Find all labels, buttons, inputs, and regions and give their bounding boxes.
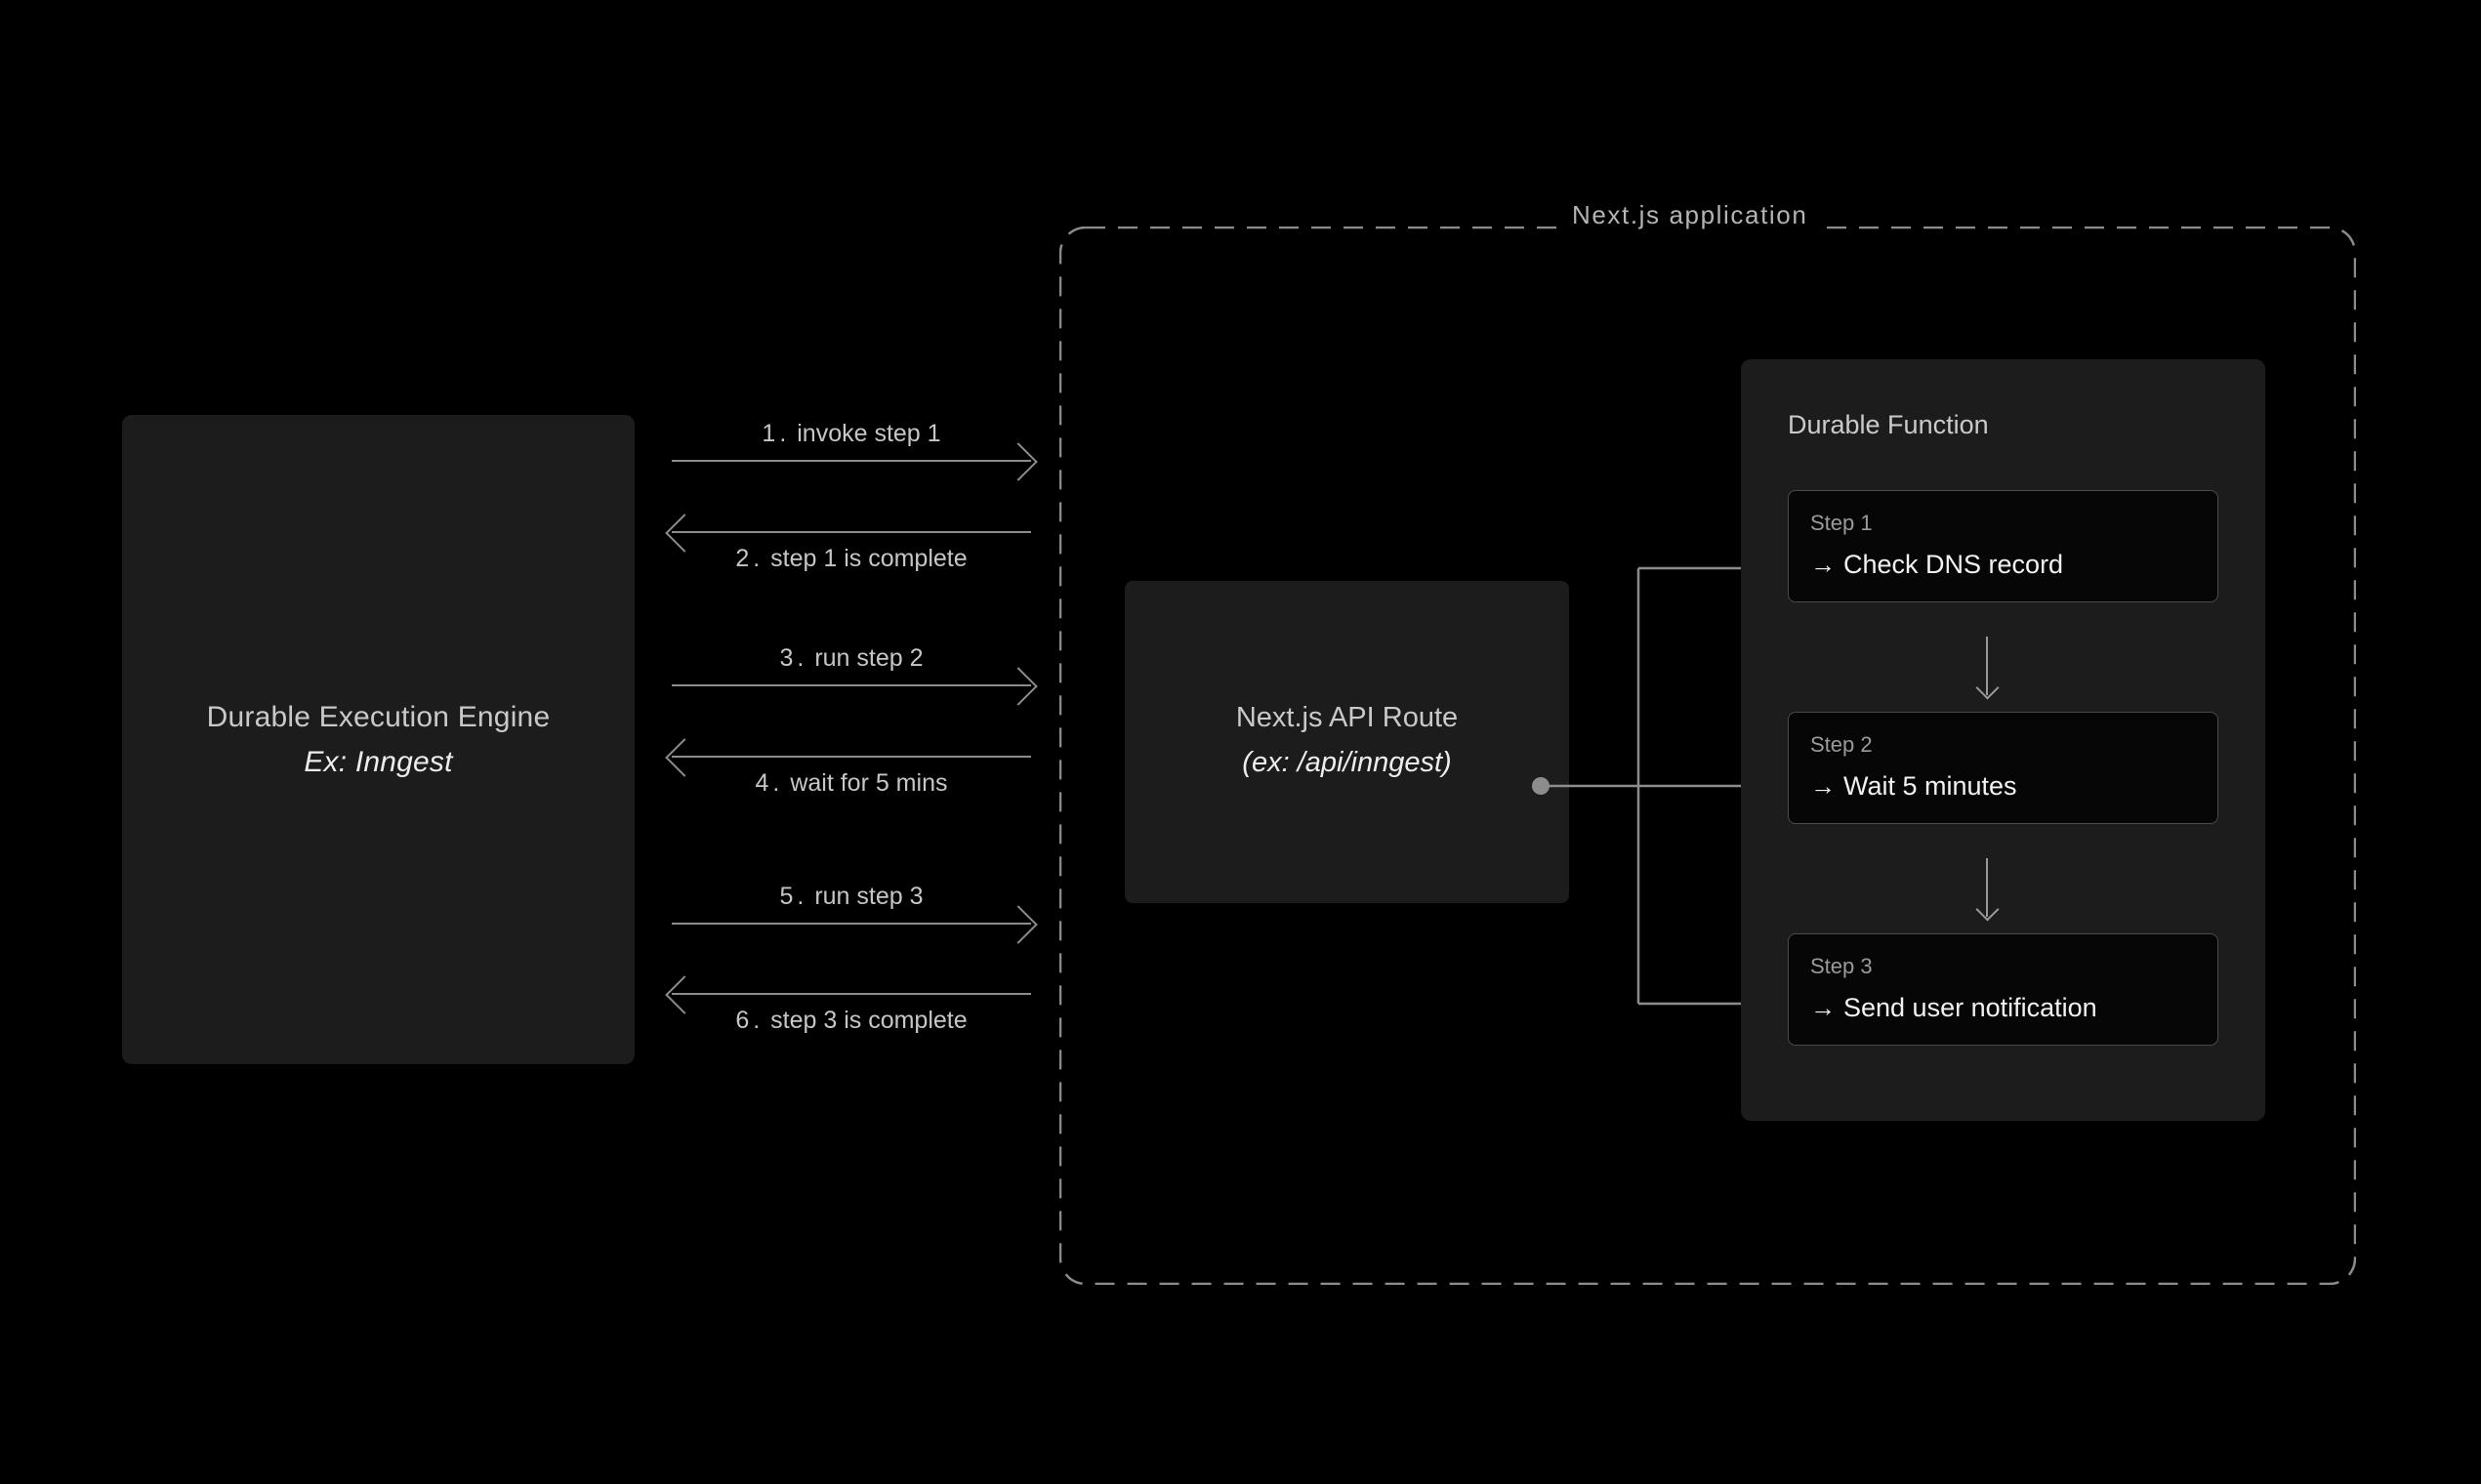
flow-text-5: run step 3 [814, 883, 924, 910]
flow-label-4: 4. wait for 5 mins [672, 769, 1031, 798]
flow-text-3: run step 2 [814, 644, 924, 672]
api-route-path: (ex: /api/inngest) [1242, 747, 1452, 779]
flow-number-5: 5. [779, 883, 808, 910]
flow-arrow-5: 5. run step 3 [672, 883, 1038, 944]
step-action-text-1: Check DNS record [1843, 550, 2064, 579]
step-card-3[interactable]: Step 3 → Send user notification [1788, 933, 2218, 1046]
flow-line [672, 531, 1031, 533]
flow-label-1: 1. invoke step 1 [672, 420, 1031, 448]
engine-title: Durable Execution Engine [206, 701, 551, 733]
flow-text-6: step 3 is complete [770, 1007, 968, 1034]
arrow-head-right-icon [999, 442, 1038, 481]
step-connector-1-to-2 [1975, 637, 2000, 700]
nextjs-application-title: Next.js application [1558, 200, 1822, 230]
flow-label-6: 6. step 3 is complete [672, 1007, 1031, 1035]
nextjs-api-route-labels: Next.js API Route (ex: /api/inngest) [1125, 695, 1569, 786]
step-action-text-2: Wait 5 minutes [1843, 771, 2017, 801]
api-route-connector-dot [1532, 777, 1550, 795]
step-label-2: Step 2 [1810, 732, 1873, 757]
flow-arrow-1: 1. invoke step 1 [672, 420, 1038, 481]
arrow-right-icon: → [1810, 993, 1836, 1022]
flow-line [672, 923, 1031, 925]
flow-label-3: 3. run step 2 [672, 644, 1031, 673]
step-action-2: → Wait 5 minutes [1810, 771, 2196, 802]
durable-execution-engine-box [122, 415, 635, 1064]
flow-number-3: 3. [779, 644, 808, 672]
flow-text-1: invoke step 1 [797, 420, 941, 447]
step-action-1: → Check DNS record [1810, 550, 2196, 580]
flow-line [672, 993, 1031, 995]
flow-arrow-4: 4. wait for 5 mins [665, 738, 1031, 797]
step-connector-2-to-3 [1975, 858, 2000, 922]
flow-number-6: 6. [735, 1007, 765, 1034]
nextjs-api-route-box [1125, 581, 1569, 903]
flow-text-2: step 1 is complete [770, 545, 968, 572]
durable-function-title: Durable Function [1788, 410, 1989, 439]
flow-label-5: 5. run step 3 [672, 883, 1031, 911]
flow-line [672, 756, 1031, 758]
flow-number-4: 4. [755, 769, 784, 797]
step-action-3: → Send user notification [1810, 993, 2196, 1023]
flow-line [672, 684, 1031, 686]
flow-text-4: wait for 5 mins [790, 769, 948, 797]
flow-arrow-6: 6. step 3 is complete [665, 975, 1031, 1034]
engine-subtitle: Ex: Inngest [304, 745, 453, 778]
step-label-1: Step 1 [1810, 511, 1873, 535]
arrow-head-right-icon [999, 905, 1038, 944]
arrow-right-icon: → [1810, 771, 1836, 801]
step-label-3: Step 3 [1810, 954, 1873, 978]
flow-line [672, 460, 1031, 462]
step-card-2[interactable]: Step 2 → Wait 5 minutes [1788, 712, 2218, 824]
arrow-right-icon: → [1810, 550, 1836, 579]
step-card-1[interactable]: Step 1 → Check DNS record [1788, 490, 2218, 602]
flow-arrow-2: 2. step 1 is complete [665, 514, 1031, 572]
step-action-text-3: Send user notification [1843, 993, 2097, 1022]
arrow-head-right-icon [999, 667, 1038, 706]
flow-arrow-3: 3. run step 2 [672, 644, 1038, 706]
flow-number-2: 2. [735, 545, 765, 572]
flow-number-1: 1. [762, 420, 791, 447]
flow-label-2: 2. step 1 is complete [672, 545, 1031, 573]
durable-execution-engine-labels: Durable Execution Engine Ex: Inngest [122, 695, 635, 784]
api-route-title: Next.js API Route [1235, 702, 1459, 733]
